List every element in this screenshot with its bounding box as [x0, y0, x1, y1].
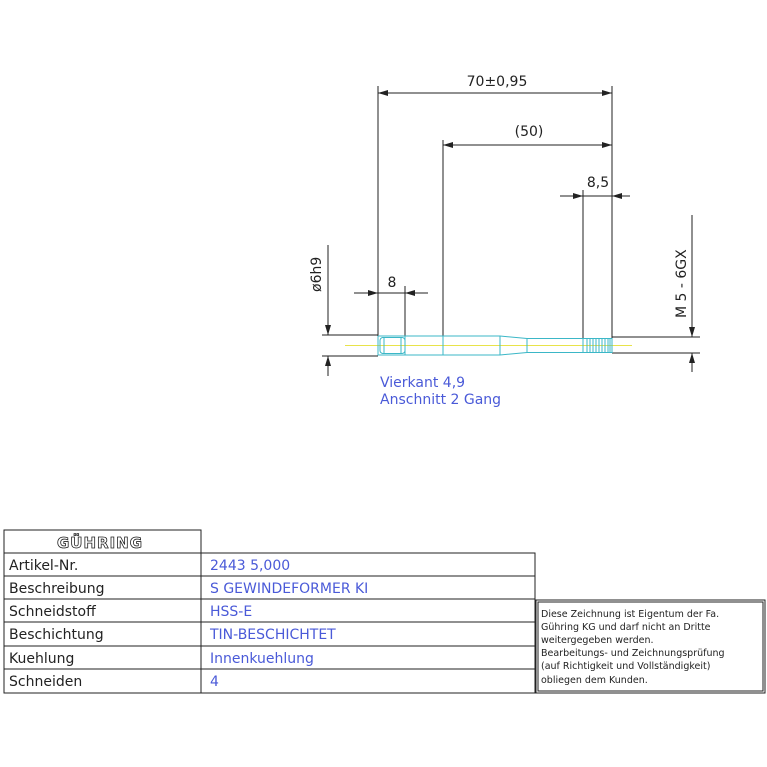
row-label: Beschreibung [9, 581, 105, 597]
thread-hatching [586, 339, 609, 352]
note-chamfer: Anschnitt 2 Gang [380, 392, 501, 408]
disclaimer-box [535, 599, 766, 694]
disclaimer-line: Diese Zeichnung ist Eigentum der Fa. [541, 609, 719, 620]
row-value: S GEWINDEFORMER KI [210, 581, 368, 597]
title-row-description: Beschreibung S GEWINDEFORMER KI [9, 581, 368, 597]
dimension-label-shank-diameter: ø6h9 [309, 257, 325, 292]
dimension-label-square-length: 8 [388, 275, 397, 291]
row-label: Artikel-Nr. [9, 558, 78, 574]
row-value: HSS-E [210, 604, 252, 620]
disclaimer-line: weitergegeben werden. [541, 635, 654, 646]
disclaimer-line: Gühring KG und darf nicht an Dritte [541, 622, 711, 633]
row-label: Kuehlung [9, 651, 74, 667]
dimension-overall-length: 70±0,95 [377, 74, 613, 345]
title-block: GÜHRING Artikel-Nr. 2443 5,000 Beschreib… [3, 529, 766, 694]
disclaimer-line: Bearbeitungs- und Zeichnungsprüfung [541, 648, 725, 659]
title-row-coating: Beschichtung TIN-BESCHICHTET [9, 627, 336, 643]
tool-profile [345, 335, 632, 356]
dimension-partial-length: (50) [442, 124, 612, 340]
row-value: TIN-BESCHICHTET [209, 627, 336, 643]
row-label: Schneiden [9, 674, 82, 690]
disclaimer-line: obliegen dem Kunden. [541, 675, 648, 686]
row-value: Innenkuehlung [210, 651, 314, 667]
dimension-shank-diameter: ø6h9 [309, 245, 378, 376]
thread-zone [582, 338, 611, 353]
disclaimer-line: (auf Richtigkeit und Vollständigkeit) [541, 661, 710, 672]
row-label: Schneidstoff [9, 604, 96, 620]
dimension-label-partial-length: (50) [515, 124, 544, 140]
note-square-size: Vierkant 4,9 [380, 375, 465, 391]
row-label: Beschichtung [9, 627, 104, 643]
guehring-logo: GÜHRING [57, 533, 143, 552]
title-row-article-number: Artikel-Nr. 2443 5,000 [9, 558, 290, 574]
row-value: 2443 5,000 [210, 558, 290, 574]
dimension-label-overall-length: 70±0,95 [467, 74, 528, 90]
title-row-cooling: Kuehlung Innenkuehlung [9, 651, 314, 667]
dimension-thread-length: 8,5 [560, 175, 630, 340]
title-row-flutes: Schneiden 4 [9, 674, 219, 690]
dimension-label-thread-length: 8,5 [587, 175, 609, 191]
title-row-material: Schneidstoff HSS-E [9, 604, 252, 620]
dimension-square-length: 8 [354, 275, 428, 340]
row-value: 4 [210, 674, 219, 690]
dimension-label-thread-size: M 5 - 6GX [674, 249, 690, 318]
dimension-thread-size: M 5 - 6GX [612, 215, 700, 372]
shank-outline [377, 335, 613, 356]
